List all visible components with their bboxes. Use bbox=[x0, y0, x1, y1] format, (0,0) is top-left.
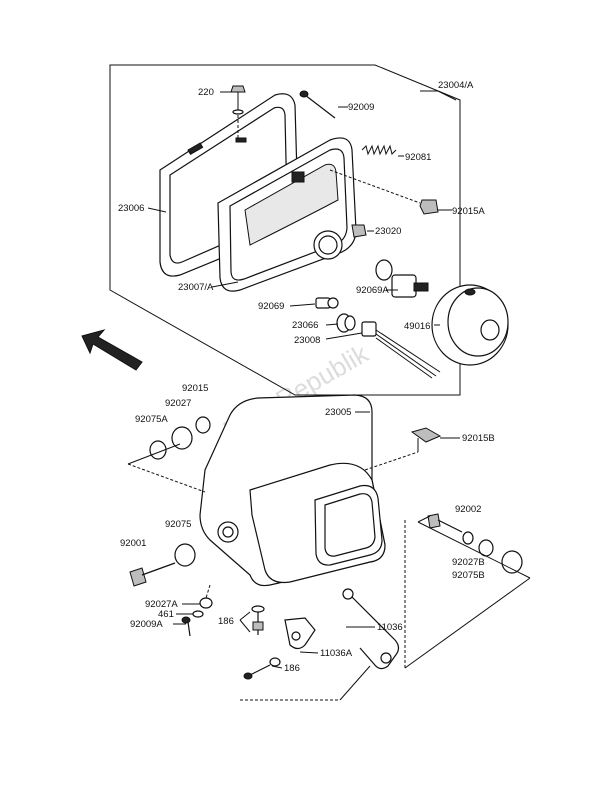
label-92002: 92002 bbox=[455, 504, 481, 515]
headlight-unit bbox=[217, 137, 357, 292]
label-92009A: 92009A bbox=[130, 619, 163, 630]
label-23006: 23006 bbox=[118, 203, 144, 214]
label-461: 461 bbox=[158, 609, 174, 620]
bracket-11036 bbox=[342, 588, 400, 670]
grommet-23066 bbox=[336, 313, 356, 333]
label-23020: 23020 bbox=[375, 226, 401, 237]
label-92069A: 92069A bbox=[356, 285, 389, 296]
front-direction-arrow-icon bbox=[81, 329, 143, 371]
rubber-stack-left bbox=[149, 416, 211, 460]
label-11036: 11036 bbox=[377, 622, 403, 633]
label-92027A: 92027A bbox=[145, 599, 178, 610]
label-92069: 92069 bbox=[258, 301, 284, 312]
bolt-92001 bbox=[129, 562, 176, 587]
right-mount-hardware bbox=[427, 513, 523, 574]
label-23007A: 23007/A bbox=[178, 282, 214, 293]
label-49016: 49016 bbox=[404, 321, 430, 332]
label-92027: 92027 bbox=[165, 398, 191, 409]
part-labels: 220 92009 23004/A 92081 23006 92015A 230… bbox=[118, 80, 495, 674]
clip-92015B bbox=[410, 427, 442, 443]
bulb-92069 bbox=[315, 297, 339, 309]
spring-92081 bbox=[361, 144, 397, 156]
bolts-186 bbox=[243, 605, 281, 680]
label-92009: 92009 bbox=[348, 102, 374, 113]
label-23066: 23066 bbox=[292, 320, 318, 331]
label-92075: 92075 bbox=[165, 519, 191, 530]
headlight-housing-23005 bbox=[199, 394, 386, 587]
bulb-92069A bbox=[375, 259, 429, 298]
label-11036A: 11036A bbox=[320, 648, 353, 659]
screw-92009 bbox=[299, 90, 336, 119]
label-92015B: 92015B bbox=[462, 433, 495, 444]
label-220: 220 bbox=[198, 87, 214, 98]
label-186b: 186 bbox=[284, 663, 300, 674]
label-23005: 23005 bbox=[325, 407, 351, 418]
bracket-11036A bbox=[284, 617, 316, 650]
bolt-220 bbox=[230, 85, 246, 140]
nut-23020 bbox=[351, 224, 367, 238]
label-186a: 186 bbox=[218, 616, 234, 627]
label-92027B: 92027B bbox=[452, 557, 485, 568]
upper-assembly-frame bbox=[109, 64, 461, 396]
label-92001: 92001 bbox=[120, 538, 146, 549]
label-92075B: 92075B bbox=[452, 570, 485, 581]
label-92015: 92015 bbox=[182, 383, 208, 394]
nut-92015A bbox=[329, 169, 439, 215]
lower-fasteners bbox=[181, 597, 213, 637]
bushing-92075 bbox=[174, 543, 196, 567]
leader-lines bbox=[127, 90, 531, 701]
label-92081: 92081 bbox=[405, 152, 431, 163]
label-92015A: 92015A bbox=[452, 206, 485, 217]
wiring-23008 bbox=[361, 321, 441, 379]
label-92075A: 92075A bbox=[135, 414, 168, 425]
label-23008: 23008 bbox=[294, 335, 320, 346]
dust-cover-49016 bbox=[431, 284, 509, 366]
label-23004A: 23004/A bbox=[438, 80, 474, 91]
